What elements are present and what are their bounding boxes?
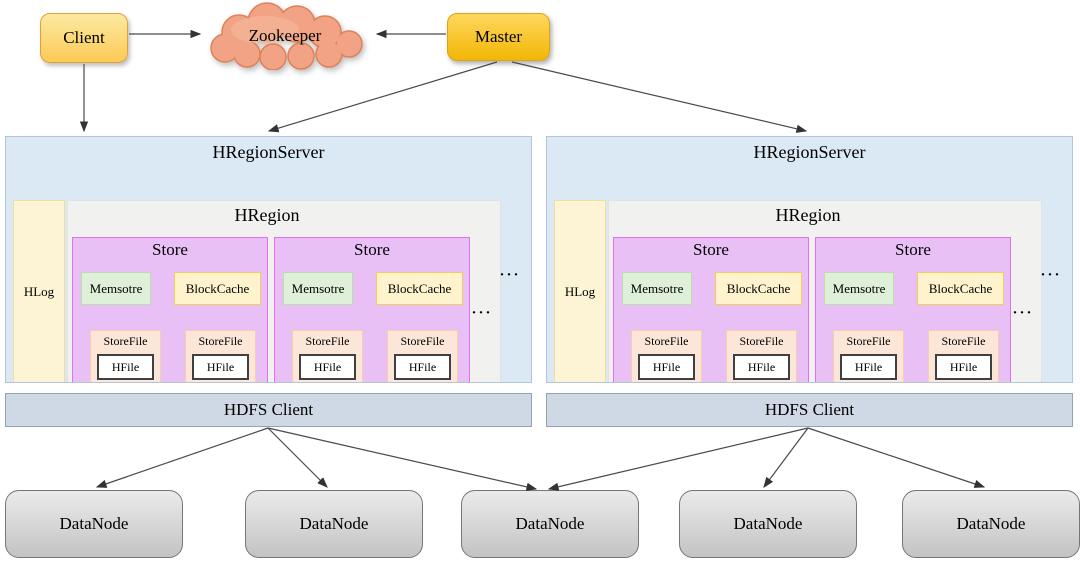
storefile-box: StoreFile HFile — [292, 330, 363, 382]
storefile-label: StoreFile — [305, 334, 350, 348]
store-title: Store — [152, 240, 188, 259]
storefile-box: StoreFile HFile — [185, 330, 256, 382]
storefile-label: StoreFile — [846, 334, 891, 348]
blockcache-box: BlockCache — [715, 272, 802, 305]
hfile-box: HFile — [733, 354, 790, 380]
hfile-box: HFile — [394, 354, 451, 380]
arrow-hdfs1-to-datanode3 — [267, 427, 538, 491]
storefile-box: StoreFile HFile — [726, 330, 797, 382]
master-node: Master — [447, 13, 550, 61]
store-box: Store Memsotre BlockCache StoreFile HFil… — [274, 237, 470, 382]
datanode-box-3: DataNode — [461, 490, 639, 558]
storefile-label: StoreFile — [644, 334, 689, 348]
storefile-box: StoreFile HFile — [928, 330, 999, 382]
hregion-box: HRegion Store Memsotre BlockCache StoreF… — [67, 200, 501, 382]
hfile-box: HFile — [97, 354, 154, 380]
arrow-hdfs1-to-datanode2 — [267, 427, 328, 488]
more-stores-ellipsis: ··· — [471, 305, 493, 321]
storefile-box: StoreFile HFile — [90, 330, 161, 382]
region-server-title: HRegionServer — [212, 142, 325, 162]
store-title: Store — [895, 240, 931, 259]
store-box: Store Memsotre BlockCache StoreFile HFil… — [72, 237, 268, 382]
datanode-box-2: DataNode — [245, 490, 423, 558]
hdfs-client-bar-2: HDFS Client — [546, 393, 1073, 427]
arrow-master-to-regionserver-1 — [267, 61, 498, 133]
store-title: Store — [354, 240, 390, 259]
storefile-box: StoreFile HFile — [833, 330, 904, 382]
hregion-title: HRegion — [775, 205, 841, 225]
arrow-hdfs2-to-datanode5 — [807, 427, 986, 488]
store-box: Store Memsotre BlockCache StoreFile HFil… — [815, 237, 1011, 382]
hregion-box: HRegion Store Memsotre BlockCache StoreF… — [608, 200, 1042, 382]
storefile-label: StoreFile — [739, 334, 784, 348]
arrow-hdfs2-to-datanode4 — [763, 427, 809, 488]
hfile-box: HFile — [299, 354, 356, 380]
storefile-label: StoreFile — [941, 334, 986, 348]
memstore-box: Memsotre — [622, 272, 692, 305]
blockcache-box: BlockCache — [174, 272, 261, 305]
hregion-title: HRegion — [234, 205, 300, 225]
cloud-icon — [210, 2, 363, 70]
datanode-box-5: DataNode — [902, 490, 1080, 558]
hfile-box: HFile — [840, 354, 897, 380]
hlog-box: HLog — [554, 200, 606, 382]
storefile-box: StoreFile HFile — [631, 330, 702, 382]
more-stores-ellipsis: ··· — [1012, 305, 1034, 321]
region-server-1: HRegionServer HLog HRegion Store Memsotr… — [5, 136, 532, 383]
storefile-label: StoreFile — [400, 334, 445, 348]
blockcache-box: BlockCache — [376, 272, 463, 305]
hfile-box: HFile — [638, 354, 695, 380]
more-regions-ellipsis: ··· — [499, 267, 521, 283]
memstore-box: Memsotre — [824, 272, 894, 305]
more-regions-ellipsis: ··· — [1040, 267, 1062, 283]
blockcache-box: BlockCache — [917, 272, 1004, 305]
arrow-hdfs2-to-datanode3 — [547, 427, 809, 491]
hdfs-client-bar-1: HDFS Client — [5, 393, 532, 427]
datanode-box-4: DataNode — [679, 490, 857, 558]
client-node: Client — [40, 13, 128, 63]
arrow-master-to-regionserver-2 — [511, 61, 808, 133]
storefile-label: StoreFile — [198, 334, 243, 348]
arrow-hdfs1-to-datanode1 — [95, 427, 269, 488]
zookeeper-label: Zookeeper — [248, 26, 322, 45]
memstore-box: Memsotre — [81, 272, 151, 305]
hfile-box: HFile — [192, 354, 249, 380]
store-title: Store — [693, 240, 729, 259]
storefile-label: StoreFile — [103, 334, 148, 348]
hfile-box: HFile — [935, 354, 992, 380]
storefile-box: StoreFile HFile — [387, 330, 458, 382]
store-box: Store Memsotre BlockCache StoreFile HFil… — [613, 237, 809, 382]
region-server-2: HRegionServer HLog HRegion Store Memsotr… — [546, 136, 1073, 383]
region-server-title: HRegionServer — [753, 142, 866, 162]
datanode-box-1: DataNode — [5, 490, 183, 558]
hlog-box: HLog — [13, 200, 65, 382]
zookeeper-node: Zookeeper — [195, 2, 375, 70]
memstore-box: Memsotre — [283, 272, 353, 305]
